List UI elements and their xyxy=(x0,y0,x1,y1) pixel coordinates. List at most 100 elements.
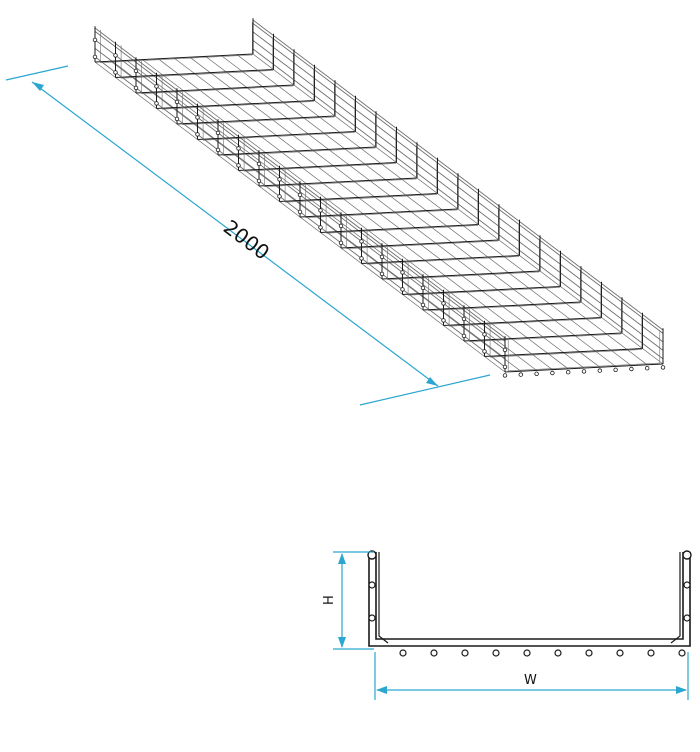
width-arrow-right xyxy=(676,686,687,694)
section-longitudinal-wires xyxy=(368,581,691,657)
wire-joint xyxy=(154,84,159,89)
isometric-view: 2000 xyxy=(5,18,666,406)
section-floor-wire xyxy=(647,649,655,657)
wire-joint xyxy=(338,223,344,229)
section-floor-wire xyxy=(616,649,624,657)
cross-wire-floor-inner xyxy=(346,240,499,249)
cross-wire-floor xyxy=(504,363,664,373)
width-arrow-left xyxy=(376,686,387,694)
height-label: H xyxy=(322,595,337,605)
section-floor-wire xyxy=(492,649,500,657)
cross-wire-floor-inner xyxy=(121,70,273,79)
wire-joint xyxy=(420,285,426,291)
front-end-wire-section xyxy=(613,367,618,372)
front-end-wire-section xyxy=(629,366,634,372)
wire-joint xyxy=(236,146,241,151)
section-bend-right xyxy=(670,552,681,644)
cross-section-view: H W xyxy=(322,550,692,700)
wire-joint xyxy=(502,347,508,353)
cross-wire-floor-inner xyxy=(305,209,458,218)
cross-wire-floor-inner xyxy=(326,225,478,234)
wire-joint xyxy=(154,101,159,106)
section-top-wire-left xyxy=(367,550,377,560)
cross-wire-floor xyxy=(484,348,643,357)
front-end-wire-section xyxy=(581,369,587,374)
wire-joint xyxy=(379,254,385,260)
cross-wire-floor-inner xyxy=(508,362,660,372)
wire-joint xyxy=(277,177,282,182)
cross-wire-floor-inner xyxy=(428,302,581,311)
wire-joint xyxy=(92,37,98,43)
front-end-wire-section xyxy=(566,370,571,375)
front-end-wire-section xyxy=(597,368,602,373)
wire-joint xyxy=(195,115,200,120)
wire-joint xyxy=(359,256,364,261)
cross-wire-floor-inner xyxy=(469,333,622,342)
wire-joint xyxy=(297,209,303,215)
wire-joint xyxy=(297,192,303,198)
cross-wire-floor-inner xyxy=(203,132,355,141)
wire-joint xyxy=(277,194,282,199)
height-arrow-bottom xyxy=(338,637,346,648)
front-end-wire-section xyxy=(660,365,666,370)
length-arrow-end xyxy=(426,377,438,386)
wire-joint xyxy=(133,85,139,91)
wire-joint xyxy=(256,161,262,167)
wire-joint xyxy=(441,318,446,323)
section-floor-wire xyxy=(430,649,438,657)
section-profile-outer xyxy=(368,552,691,647)
wire-joint xyxy=(379,271,385,277)
front-end-wire-section xyxy=(502,373,508,378)
wire-mesh-tray xyxy=(92,18,666,378)
height-dimension: H xyxy=(322,551,374,650)
section-floor-wire xyxy=(399,649,407,657)
wire-joint xyxy=(92,54,98,60)
cross-wire-floor-inner xyxy=(223,147,376,156)
section-floor-wire xyxy=(523,649,531,657)
section-top-wire-right xyxy=(682,550,692,560)
section-bend-left xyxy=(378,552,389,644)
cross-wire-floor-inner xyxy=(162,101,314,110)
section-floor-wire xyxy=(585,649,593,657)
wire-joint xyxy=(256,178,262,184)
cross-wire-floor-inner xyxy=(490,349,642,358)
section-wall-wire-right xyxy=(683,614,691,622)
wire-joint xyxy=(502,364,508,370)
wire-joint xyxy=(482,349,487,354)
cross-wire-floor-inner xyxy=(367,256,519,265)
section-profile-inner xyxy=(375,552,684,640)
section-wall-wire-right xyxy=(683,581,691,589)
wire-joint xyxy=(113,70,118,75)
length-dimension-line xyxy=(31,81,439,387)
wire-joint xyxy=(420,302,426,308)
length-dimension: 2000 xyxy=(5,65,491,406)
length-extension-line-start xyxy=(5,65,69,81)
cross-wire-floor-inner xyxy=(100,54,253,63)
cross-wire-floor-inner xyxy=(141,85,294,94)
wire-joint xyxy=(174,116,180,122)
cross-wire-floor-inner xyxy=(182,116,335,125)
wire-joint xyxy=(236,163,241,168)
height-arrow-top xyxy=(338,553,346,564)
wire-joint xyxy=(133,68,139,74)
section-floor-wire xyxy=(554,649,562,657)
length-arrow-start xyxy=(32,82,44,91)
cross-wire-floor-inner xyxy=(387,271,540,280)
cross-wire-floor-inner xyxy=(264,178,417,187)
front-end-wire-section xyxy=(534,371,539,376)
width-dimension: W xyxy=(374,652,689,700)
wire-joint xyxy=(215,147,221,153)
section-wall-wire-left xyxy=(368,614,376,622)
wire-joint xyxy=(482,332,487,337)
wire-joint xyxy=(400,287,405,292)
wire-joint xyxy=(318,208,323,213)
wire-joint xyxy=(359,239,364,244)
cross-wire-floor-inner xyxy=(449,318,601,327)
wire-joint xyxy=(318,225,323,230)
cross-wire-floor-inner xyxy=(244,163,396,172)
wire-joint xyxy=(441,301,446,306)
wire-joint xyxy=(400,270,405,275)
wire-joint xyxy=(113,53,118,58)
wire-joint xyxy=(461,333,467,339)
